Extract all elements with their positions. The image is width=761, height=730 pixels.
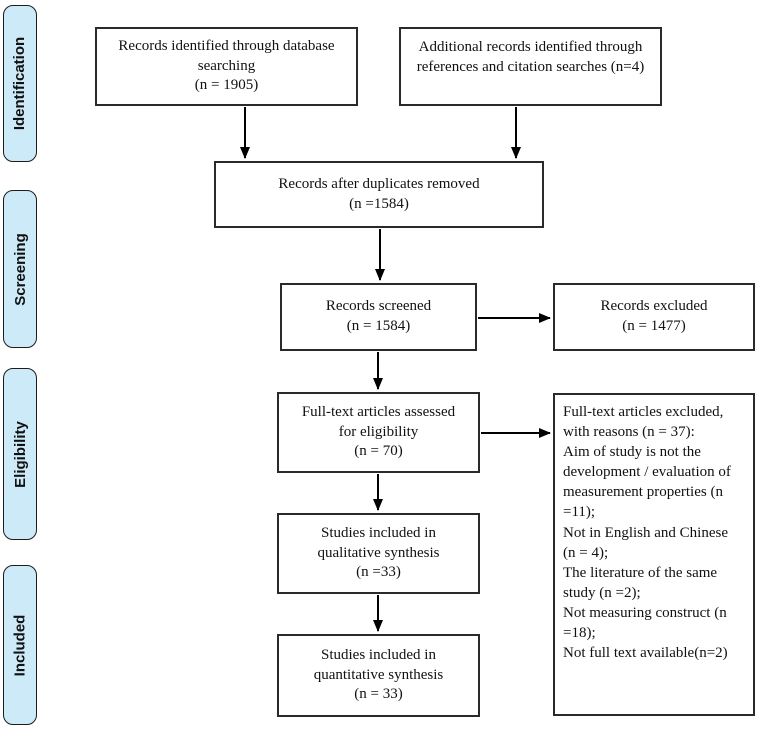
box-additional-records: Additional records identified through re… bbox=[399, 27, 662, 106]
box-fulltext-assessed: Full-text articles assessed for eligibil… bbox=[277, 392, 480, 473]
box-fulltext-excluded-text: Full-text articles excluded, with reason… bbox=[563, 404, 731, 662]
box-records-excluded-text: Records excluded (n = 1477) bbox=[600, 298, 708, 334]
stage-label-screening: Screening bbox=[3, 190, 37, 348]
box-duplicates-removed: Records after duplicates removed (n =158… bbox=[214, 161, 544, 228]
box-fulltext-excluded: Full-text articles excluded, with reason… bbox=[553, 393, 755, 716]
box-qualitative-synthesis-text: Studies included in qualitative synthesi… bbox=[317, 524, 440, 581]
box-additional-records-text: Additional records identified through re… bbox=[416, 39, 645, 75]
stage-label-included-text: Included bbox=[11, 614, 29, 676]
stage-label-identification-text: Identification bbox=[11, 36, 29, 131]
stage-label-included: Included bbox=[3, 565, 37, 725]
box-quantitative-synthesis-text: Studies included in quantitative synthes… bbox=[313, 646, 444, 703]
box-fulltext-assessed-text: Full-text articles assessed for eligibil… bbox=[301, 403, 456, 460]
box-records-screened-text: Records screened (n = 1584) bbox=[325, 298, 432, 334]
stage-label-screening-text: Screening bbox=[11, 232, 29, 306]
stage-label-eligibility: Eligibility bbox=[3, 368, 37, 540]
box-duplicates-removed-text: Records after duplicates removed (n =158… bbox=[278, 175, 480, 212]
box-records-identified-text: Records identified through database sear… bbox=[118, 37, 335, 94]
stage-label-identification: Identification bbox=[3, 5, 37, 162]
box-records-screened: Records screened (n = 1584) bbox=[280, 283, 477, 351]
box-quantitative-synthesis: Studies included in quantitative synthes… bbox=[277, 634, 480, 717]
box-records-excluded: Records excluded (n = 1477) bbox=[553, 283, 755, 351]
box-records-identified: Records identified through database sear… bbox=[95, 27, 358, 106]
stage-label-eligibility-text: Eligibility bbox=[11, 420, 29, 488]
box-qualitative-synthesis: Studies included in qualitative synthesi… bbox=[277, 513, 480, 594]
